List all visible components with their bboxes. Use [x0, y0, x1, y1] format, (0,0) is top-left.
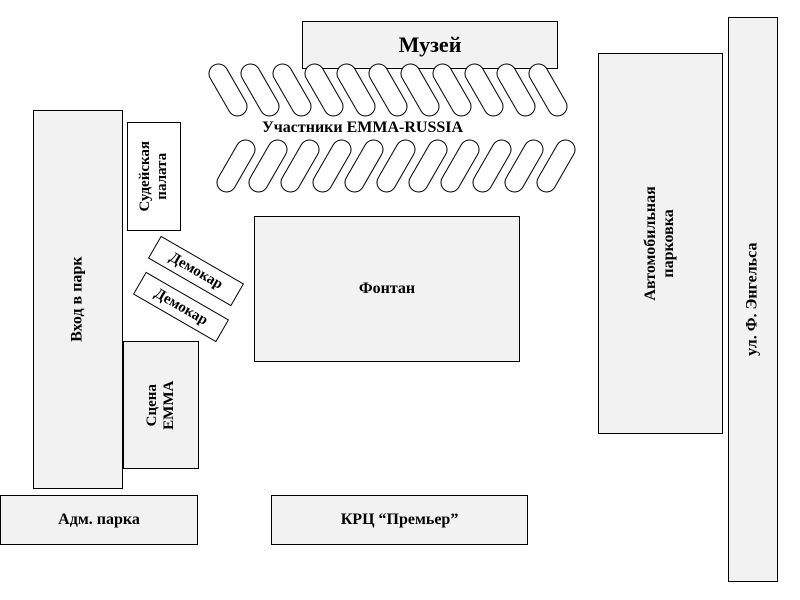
krc-premier-label: КРЦ “Премьер” — [340, 511, 459, 528]
parking-label: Автомобильная парковка — [642, 186, 678, 301]
fountain-block: Фонтан — [254, 216, 520, 362]
judges-chamber-label: Судейская палата — [136, 141, 170, 212]
krc-premier-block: КРЦ “Премьер” — [271, 495, 528, 545]
parking-block: Автомобильная парковка — [598, 53, 723, 434]
museum-block: Музей — [302, 21, 558, 69]
judges-chamber-block: Судейская палата — [127, 122, 181, 231]
democar-1-label: Демокар — [166, 248, 226, 293]
stage-label: Сцена EMMA — [143, 380, 177, 430]
museum-label: Музей — [398, 32, 462, 57]
park-entrance-block: Вход в парк — [33, 110, 123, 489]
street-block: ул. Ф. Энгельса — [728, 17, 778, 582]
participants-label: Участники EMMA-RUSSIA — [262, 119, 464, 136]
democar-2-label: Демокар — [151, 284, 211, 329]
park-admin-label: Адм. парка — [58, 511, 140, 528]
stage-block: Сцена EMMA — [123, 341, 199, 469]
fountain-label: Фонтан — [358, 280, 416, 297]
park-entrance-label: Вход в парк — [68, 256, 86, 343]
street-label: ул. Ф. Энгельса — [743, 242, 761, 357]
park-admin-block: Адм. парка — [0, 495, 198, 545]
